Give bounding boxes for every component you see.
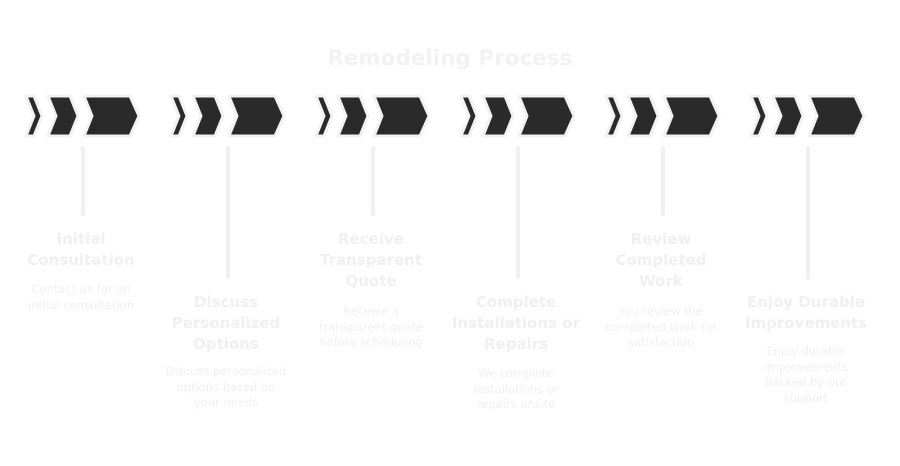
step-label: Initial Consultation — [27, 230, 135, 269]
chevron-arrows-icon — [169, 94, 286, 138]
chevron-arrows-icon — [24, 94, 141, 138]
step-description: Contact us for an initial consultation — [28, 282, 134, 312]
connector-line — [661, 146, 665, 216]
step-initial-consultation: Initial Consultation Contact us for an i… — [21, 0, 166, 466]
step-label: Complete Installations or Repairs — [451, 293, 581, 353]
step-label: Receive Transparent Quote — [320, 230, 422, 290]
connector-line — [806, 146, 810, 279]
connector-line — [226, 146, 230, 279]
chevron-arrows-icon — [749, 94, 866, 138]
step-complete-installations: Complete Installations or Repairs We com… — [452, 0, 601, 466]
diagram-title: Remodeling Process — [327, 46, 573, 70]
step-receive-transparent-quote: Receive Transparent Quote Receive a tran… — [311, 0, 456, 466]
step-description: Enjoy durable improvements backed by our… — [764, 344, 848, 405]
step-label: Enjoy Durable Improvements — [744, 293, 868, 332]
step-enjoy-durable-improvements: Enjoy Durable Improvements Enjoy durable… — [745, 0, 891, 466]
step-description: We complete installations or repairs ons… — [473, 366, 559, 411]
connector-line — [516, 146, 520, 279]
step-discuss-personalized-options: Discuss Personalized Options Discuss per… — [166, 0, 311, 466]
step-description: Receive a transparent quote before sched… — [318, 304, 424, 349]
step-review-completed-work: Review Completed Work You review the com… — [601, 0, 746, 466]
chevron-arrows-icon — [314, 94, 431, 138]
connector-line — [81, 146, 85, 216]
chevron-arrows-icon — [604, 94, 721, 138]
chevron-arrows-icon — [459, 94, 576, 138]
step-label: Review Completed Work — [615, 230, 707, 290]
step-description: You review the completed work for satisf… — [605, 304, 717, 349]
connector-line — [371, 146, 375, 216]
step-label: Discuss Personalized Options — [171, 293, 281, 353]
step-description: Discuss personalized options based on yo… — [165, 364, 287, 409]
